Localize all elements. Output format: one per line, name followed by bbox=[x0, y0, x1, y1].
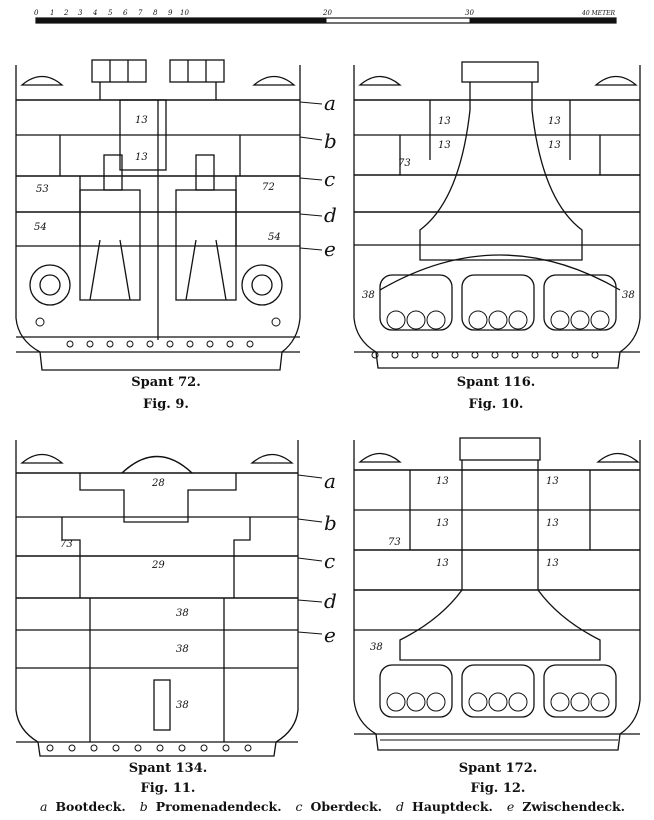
room-number: 13 bbox=[548, 140, 561, 151]
room-number: 73 bbox=[60, 539, 73, 550]
deck-label-b: b bbox=[324, 511, 337, 535]
legend-name: Zwischendeck. bbox=[522, 799, 625, 814]
deck-label-c: c bbox=[324, 167, 335, 191]
room-number: 13 bbox=[438, 116, 451, 127]
room-number: 13 bbox=[135, 152, 148, 163]
room-number: 13 bbox=[546, 558, 559, 569]
room-number: 13 bbox=[436, 558, 449, 569]
scale-tick: 3 bbox=[78, 9, 83, 17]
legend-letter: e bbox=[507, 799, 514, 814]
room-number: 13 bbox=[438, 140, 451, 151]
scale-tick: 0 bbox=[34, 9, 39, 17]
scale-tick: 1 bbox=[50, 9, 54, 17]
room-number: 54 bbox=[268, 232, 281, 243]
scale-tick: 10 bbox=[180, 9, 189, 17]
legend-name: Hauptdeck. bbox=[412, 799, 493, 814]
figure-9-label: Fig. 9. bbox=[143, 397, 189, 412]
figure-9-deck-markers bbox=[299, 101, 323, 251]
legend-letter: c bbox=[296, 799, 303, 814]
room-number: 13 bbox=[436, 476, 449, 487]
figure-11-label: Fig. 11. bbox=[141, 781, 196, 796]
room-number: 38 bbox=[176, 700, 189, 711]
legend-letter: a bbox=[40, 799, 47, 814]
room-number: 73 bbox=[398, 158, 411, 169]
room-number: 13 bbox=[135, 115, 148, 126]
room-number: 38 bbox=[362, 290, 375, 301]
room-number: 72 bbox=[262, 182, 275, 193]
deck-label-e: e bbox=[324, 237, 336, 261]
scale-tick: 4 bbox=[92, 9, 97, 17]
legend-name: Promenadendeck. bbox=[156, 799, 282, 814]
deck-legend: a Bootdeck. b Promenadendeck. c Oberdeck… bbox=[40, 799, 625, 814]
deck-label-a: a bbox=[324, 91, 336, 115]
scale-unit: 40 METER bbox=[581, 10, 615, 17]
room-number: 13 bbox=[548, 116, 561, 127]
figure-11-spant: Spant 134. bbox=[129, 761, 208, 776]
deck-label-d: d bbox=[324, 589, 337, 613]
room-number: 13 bbox=[546, 476, 559, 487]
room-number: 38 bbox=[622, 290, 635, 301]
figure-12-section bbox=[353, 437, 641, 751]
figure-10-label: Fig. 10. bbox=[469, 397, 524, 412]
deck-label-e: e bbox=[324, 623, 336, 647]
deck-label-d: d bbox=[324, 203, 337, 227]
deck-label-b: b bbox=[324, 129, 337, 153]
scale-tick: 30 bbox=[465, 9, 474, 17]
legend-name: Bootdeck. bbox=[55, 799, 125, 814]
scale-tick: 20 bbox=[322, 9, 332, 17]
room-number: 38 bbox=[176, 608, 189, 619]
room-number: 29 bbox=[151, 560, 165, 571]
deck-label-c: c bbox=[324, 549, 335, 573]
room-number: 54 bbox=[34, 222, 47, 233]
legend-letter: b bbox=[140, 799, 148, 814]
figure-9-spant: Spant 72. bbox=[131, 375, 201, 390]
room-number: 38 bbox=[370, 642, 383, 653]
svg-text:a Bootdeck. b: a Bootdeck. b Promenadendeck. c Oberdeck… bbox=[40, 799, 625, 814]
legend-name: Oberdeck. bbox=[311, 799, 382, 814]
room-number: 53 bbox=[36, 184, 49, 195]
figure-12-label: Fig. 12. bbox=[471, 781, 526, 796]
figure-10-section bbox=[353, 61, 641, 369]
scale-tick: 7 bbox=[138, 9, 143, 17]
legend-letter: d bbox=[396, 799, 404, 814]
room-number: 38 bbox=[176, 644, 189, 655]
figure-9-section bbox=[15, 59, 301, 371]
deck-label-a: a bbox=[324, 469, 336, 493]
scale-tick: 9 bbox=[168, 9, 173, 17]
scale-bar bbox=[35, 17, 617, 24]
room-number: 13 bbox=[436, 518, 449, 529]
figure-11-section bbox=[15, 440, 299, 757]
figure-11-deck-markers bbox=[297, 474, 323, 635]
room-number: 28 bbox=[151, 478, 165, 489]
scale-ticks: 0 1 2 3 4 5 6 7 8 9 10 20 30 40 METER bbox=[34, 9, 615, 17]
figure-10-spant: Spant 116. bbox=[457, 375, 536, 390]
room-number: 13 bbox=[546, 518, 559, 529]
room-number: 73 bbox=[388, 537, 401, 548]
scale-tick: 6 bbox=[123, 9, 128, 17]
scale-tick: 5 bbox=[108, 9, 113, 17]
scale-tick: 2 bbox=[63, 9, 69, 17]
figure-12-spant: Spant 172. bbox=[459, 761, 538, 776]
scale-tick: 8 bbox=[153, 9, 158, 17]
